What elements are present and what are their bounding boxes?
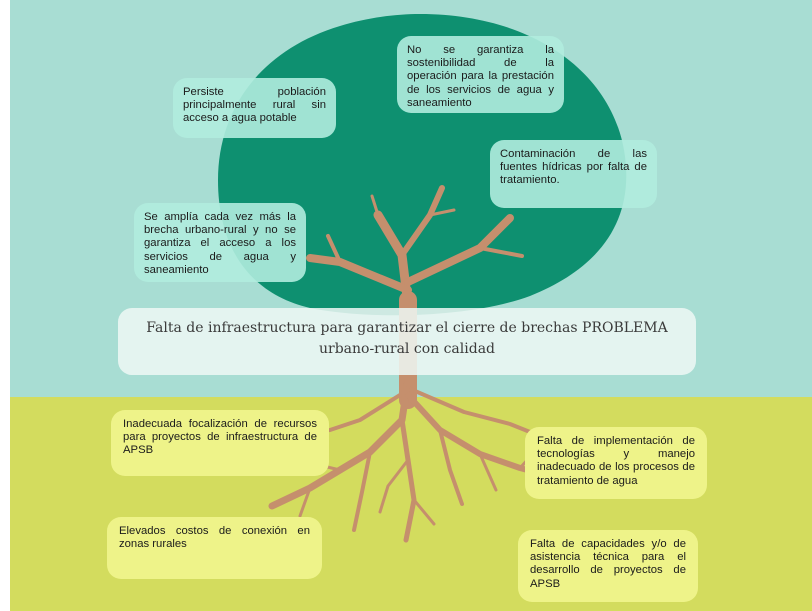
effect-box-4: Se amplía cada vez más la brecha urbano-… xyxy=(134,203,306,282)
cause-box-4: Falta de capacidades y/o de asistencia t… xyxy=(518,530,698,602)
effect-box-1: No se garantiza la sostenibilidad de la … xyxy=(397,36,564,113)
problem-tree-diagram: No se garantiza la sostenibilidad de la … xyxy=(10,0,812,611)
cause-box-2: Falta de implementación de tecnologías y… xyxy=(525,427,707,499)
cause-box-1: Inadecuada focalización de recursos para… xyxy=(111,410,329,476)
effect-box-2: Persiste población principalmente rural … xyxy=(173,78,336,138)
effect-box-3: Contaminación de las fuentes hídricas po… xyxy=(490,140,657,208)
cause-box-3: Elevados costos de conexión en zonas rur… xyxy=(107,517,322,579)
problem-statement-box: Falta de infraestructura para garantizar… xyxy=(118,308,696,375)
